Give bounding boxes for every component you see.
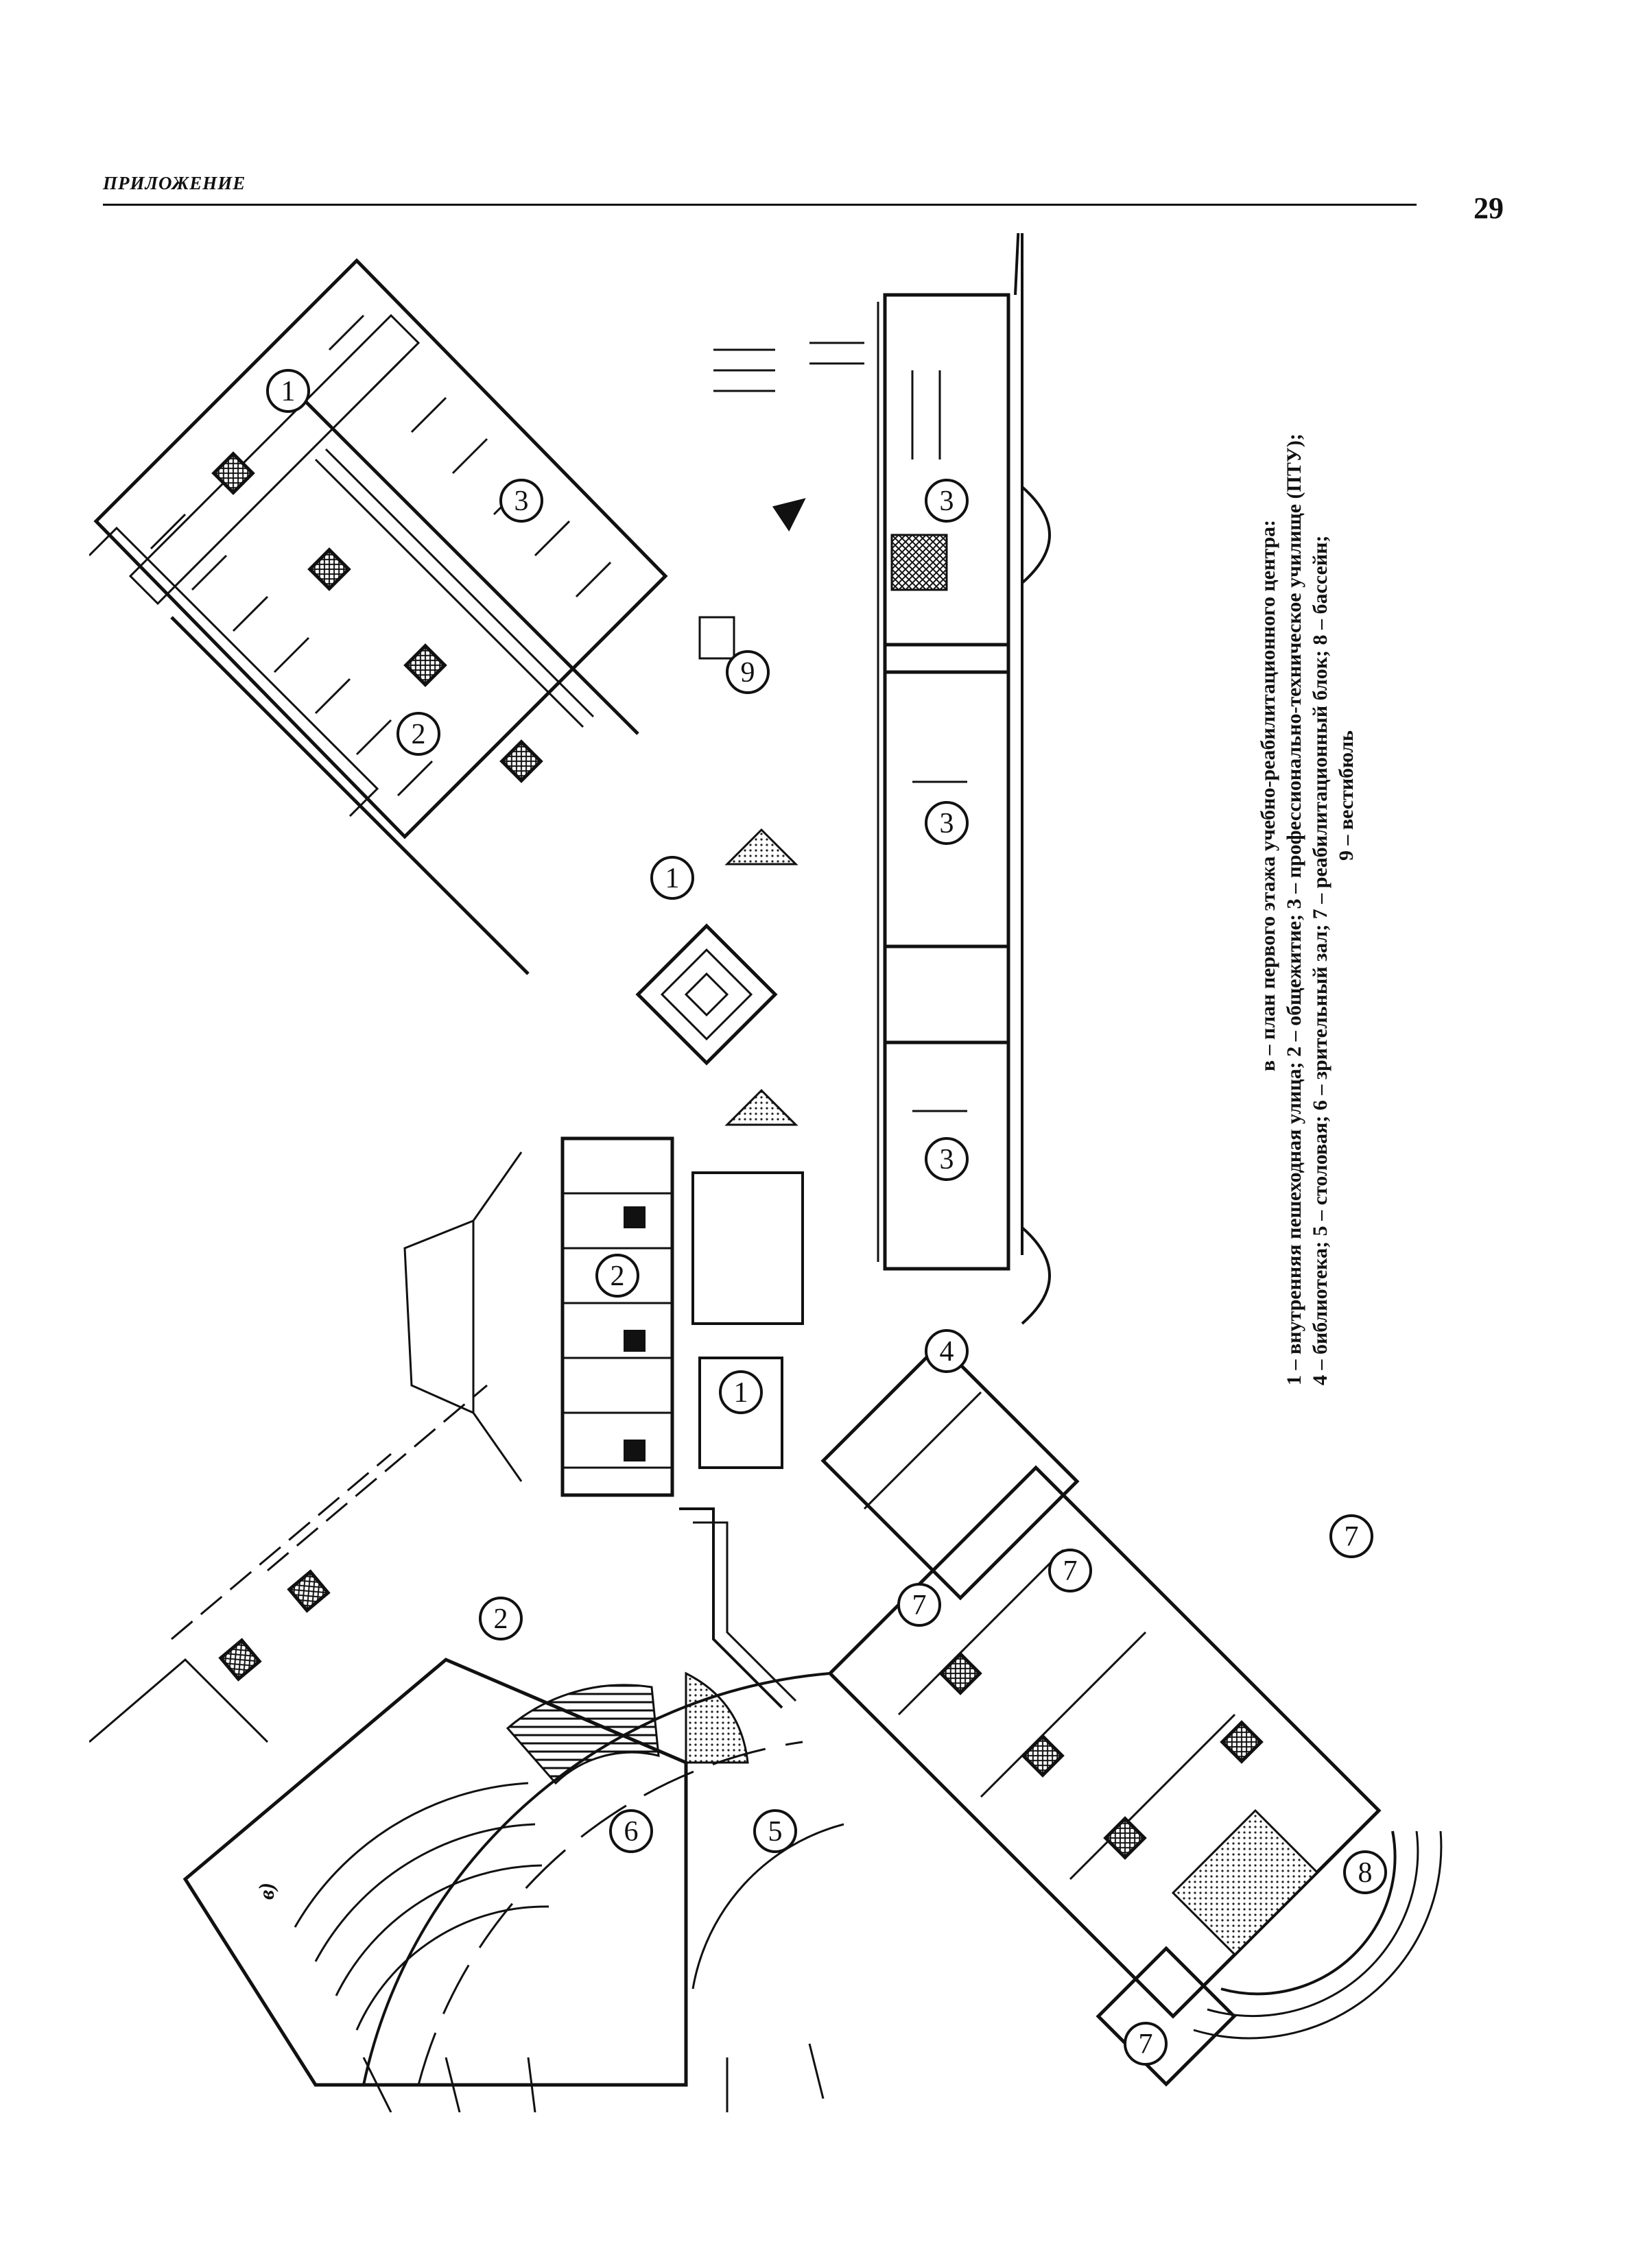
header-rule	[103, 204, 1417, 206]
legend-line-3: 9 – вестибюль	[1335, 730, 1358, 861]
zone-marker-7b: 7	[1329, 1514, 1373, 1558]
zone-marker-9: 9	[726, 650, 770, 694]
zone-number: 7	[1345, 1521, 1359, 1553]
zone-marker-3d: 3	[925, 1137, 969, 1181]
running-title: ПРИЛОЖЕНИЕ	[103, 173, 246, 193]
zone-marker-3a: 3	[499, 479, 543, 523]
dormitory-center	[403, 1136, 674, 1497]
zone-marker-4: 4	[925, 1329, 969, 1373]
zone-marker-3c: 3	[925, 801, 969, 845]
zone-marker-5: 5	[753, 1809, 797, 1853]
zone-number: 7	[912, 1590, 927, 1621]
zone-marker-8: 8	[1343, 1850, 1387, 1894]
zone-number: 3	[940, 808, 954, 839]
central-block	[635, 828, 804, 1764]
floor-plan-drawing: 1 2 3 9 1 3 3 3 2 4 1 7 7 7 2 5 6 8 7	[89, 233, 1557, 2112]
zone-number: 2	[611, 1261, 625, 1292]
zone-number: 2	[412, 719, 426, 750]
zone-marker-2c: 2	[479, 1597, 523, 1640]
zone-marker-7a: 7	[1048, 1549, 1092, 1592]
zone-number: 7	[1063, 1555, 1078, 1587]
zone-number: 4	[940, 1336, 954, 1368]
zone-number: 9	[741, 657, 755, 689]
zone-number: 3	[940, 1144, 954, 1175]
ptu-block-east	[877, 233, 1051, 1325]
zone-number: 1	[734, 1377, 748, 1409]
zone-marker-1c: 1	[719, 1370, 763, 1414]
zone-marker-2b: 2	[595, 1254, 639, 1298]
zone-markers: 1 2 3 9 1 3 3 3 2 4 1 7 7 7 2 5 6 8 7	[266, 369, 1387, 2066]
page-number: 29	[1474, 191, 1504, 225]
figure-tag: в)	[254, 1883, 279, 1900]
zone-number: 2	[494, 1603, 508, 1635]
floor-plan-svg: 1 2 3 9 1 3 3 3 2 4 1 7 7 7 2 5 6 8 7	[89, 233, 1443, 2112]
legend-line-1: 1 – внутренняя пешеходная улица; 2 – общ…	[1283, 433, 1305, 1385]
caption-title: в – план первого этажа учебно-реабилитац…	[1257, 519, 1279, 1072]
zone-number: 7	[1139, 2029, 1153, 2060]
zone-number: 3	[940, 486, 954, 517]
zone-number: 1	[665, 863, 680, 894]
legend-line-2: 4 – библиотека; 5 – столовая; 6 – зрител…	[1309, 535, 1332, 1385]
dining-auditorium	[89, 1384, 844, 2112]
zone-number: 3	[514, 486, 529, 517]
zone-marker-1b: 1	[650, 856, 694, 900]
zone-marker-1a: 1	[266, 369, 310, 413]
rehab-wing	[827, 1465, 1443, 2087]
zone-marker-7d: 7	[1124, 2022, 1168, 2066]
zone-marker-7c: 7	[897, 1583, 941, 1627]
zone-number: 8	[1358, 1857, 1373, 1889]
wing-northwest	[89, 258, 668, 975]
library-block	[820, 1341, 1080, 1601]
zone-marker-2a: 2	[397, 712, 440, 756]
figure-caption: в – план первого этажа учебно-реабилитац…	[1255, 206, 1360, 1385]
zone-number: 5	[768, 1816, 783, 1848]
zone-number: 1	[281, 376, 296, 407]
main-entrance	[698, 342, 864, 660]
zone-marker-6: 6	[609, 1809, 653, 1853]
zone-marker-3b: 3	[925, 479, 969, 523]
zone-number: 6	[624, 1816, 639, 1848]
